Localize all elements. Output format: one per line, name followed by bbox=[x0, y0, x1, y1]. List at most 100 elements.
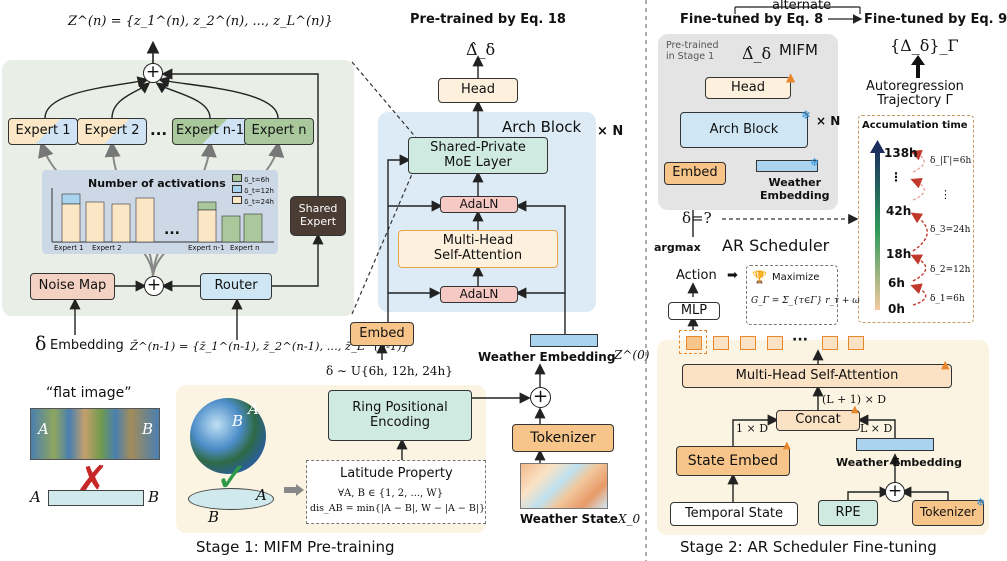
l1d-label: (L + 1) × D bbox=[822, 393, 887, 406]
ar-scheduler-label: AR Scheduler bbox=[722, 236, 830, 255]
rpe: RPE bbox=[818, 500, 878, 526]
strip-point-b: B bbox=[148, 488, 160, 506]
acc-delta-vdots: ⋮ bbox=[940, 188, 951, 201]
ring-pe: Ring Positional Encoding bbox=[328, 390, 472, 441]
latitude-formula-1: ∀A, B ∈ {1, 2, ..., W} bbox=[338, 488, 444, 499]
prev-formula: Z̄^(n-1) = {z̄_1^(n-1), z̄_2^(n-1), ...,… bbox=[130, 339, 410, 353]
argmax-label: argmax bbox=[654, 241, 701, 254]
mhsa-2: Multi-Head Self-Attention bbox=[682, 364, 952, 388]
latitude-box bbox=[306, 460, 486, 524]
ring-point-b: B bbox=[208, 508, 220, 526]
bottom-plus: + bbox=[530, 387, 551, 408]
maximize-box bbox=[746, 265, 838, 325]
expert-n-1: Expert n-1 bbox=[172, 118, 248, 145]
finetuned-eq8: Fine-tuned by Eq. 8 bbox=[680, 12, 824, 27]
action-arrow-icon: ➡ bbox=[727, 268, 738, 283]
act-xlabel-n-1: Expert n-1 bbox=[188, 244, 225, 252]
latitude-formula-2: dis_AB = min{|A − B|, W − |A − B|} bbox=[310, 503, 486, 514]
head-2: Head bbox=[705, 77, 791, 99]
ring-point-a: A bbox=[256, 486, 267, 504]
delta-hat-2: Δ̂_δ bbox=[742, 44, 772, 63]
globe-icon bbox=[190, 398, 266, 474]
head-1: Head bbox=[438, 78, 518, 103]
arch-block-label: Arch Block bbox=[502, 118, 582, 136]
globe-point-a: A bbox=[248, 400, 259, 418]
top-plus: + bbox=[143, 63, 163, 83]
delta-hat-1: Δ̂_δ bbox=[466, 40, 496, 59]
token-ellipsis: ··· bbox=[792, 332, 808, 348]
accumulation-title: Accumulation time bbox=[862, 120, 968, 131]
weather-embedding-3: Weather Embedding bbox=[836, 456, 962, 469]
acc-delta-gamma: δ_|Γ|=6h bbox=[930, 156, 972, 166]
embed-2: Embed bbox=[664, 162, 726, 185]
times-n-1: × N bbox=[597, 124, 624, 139]
weather-embedding-bar bbox=[530, 334, 598, 347]
autoregression-label: Autoregression Trajectory Γ bbox=[866, 79, 964, 108]
expert-1: Expert 1 bbox=[8, 118, 78, 145]
acc-tick-vdots: ⋮ bbox=[890, 170, 902, 184]
map-point-b: B bbox=[142, 420, 154, 438]
mhsa-1: Multi-Head Self-Attention bbox=[398, 230, 558, 268]
trophy-icon: 🏆 bbox=[752, 270, 767, 284]
mlp: MLP bbox=[668, 302, 720, 320]
temporal-state: Temporal State bbox=[670, 502, 798, 526]
expert-2: Expert 2 bbox=[77, 118, 147, 145]
acc-tick-0h: 0h bbox=[888, 302, 905, 316]
expert-ellipsis: ... bbox=[150, 121, 168, 139]
snowflake-icon-tokenizer: ❄ bbox=[976, 496, 986, 509]
tokenizer-1: Tokenizer bbox=[512, 424, 614, 452]
weather-state-map bbox=[520, 463, 608, 509]
z0-label: Z^(0) bbox=[614, 348, 650, 362]
snowflake-icon-weather: ❄ bbox=[810, 156, 820, 169]
top-formula: Z^(n) = {z_1^(n), z_2^(n), ..., z_L^(n)} bbox=[68, 14, 333, 29]
activation-bars bbox=[51, 188, 274, 243]
arch-block-2: Arch Block bbox=[680, 112, 808, 148]
acc-tick-42h: 42h bbox=[886, 204, 912, 218]
acc-delta-2: δ_2=12h bbox=[930, 265, 971, 275]
router: Router bbox=[200, 273, 272, 300]
l-d-label: L × D bbox=[860, 422, 893, 435]
fire-icon-state: ▲ bbox=[783, 440, 791, 451]
act-xlabel-2: Expert 2 bbox=[92, 244, 122, 252]
weather-state-label: Weather State bbox=[520, 512, 618, 526]
activation-title: Number of activations bbox=[88, 177, 226, 190]
snowflake-icon-arch: ❄ bbox=[801, 108, 812, 122]
latitude-title: Latitude Property bbox=[340, 466, 453, 481]
delta-embedding-label: Embedding bbox=[50, 338, 124, 353]
delta-sampling: δ ∼ U{6h, 12h, 24h} bbox=[326, 364, 453, 378]
acc-tick-18h: 18h bbox=[886, 247, 912, 261]
x0-label: X_0 bbox=[618, 512, 641, 526]
accumulation-box bbox=[858, 115, 974, 323]
flat-world-map bbox=[30, 408, 160, 460]
mifm-label: MIFM bbox=[779, 41, 818, 59]
legend-12h: δ_t=12h bbox=[244, 187, 274, 195]
globe-point-b: B bbox=[232, 412, 244, 430]
maximize-label: Maximize bbox=[772, 272, 820, 283]
weather-embedding-2: Weather Embedding bbox=[760, 176, 830, 202]
concat: Concat bbox=[776, 410, 860, 431]
flat-image-label: “flat image” bbox=[46, 385, 132, 401]
state-embed: State Embed bbox=[676, 446, 790, 476]
delta-query: δ=? bbox=[682, 209, 712, 227]
shared-expert: Shared Expert bbox=[290, 196, 346, 236]
finetuned-eq9: Fine-tuned by Eq. 9 bbox=[864, 12, 1007, 27]
adaln-2: AdaLN bbox=[440, 286, 518, 303]
act-xlabel-1: Expert 1 bbox=[54, 244, 84, 252]
token-2 bbox=[740, 336, 756, 350]
moe-layer: Shared-Private MoE Layer bbox=[408, 137, 548, 174]
tokenizer-2: Tokenizer bbox=[912, 500, 984, 526]
expert-n: Expert n bbox=[244, 118, 314, 145]
token-4 bbox=[822, 336, 838, 350]
map-point-a: A bbox=[38, 420, 49, 438]
legend-24h: δ_t=24h bbox=[244, 198, 274, 206]
pretrained-label: Pre-trained by Eq. 18 bbox=[410, 12, 566, 27]
stage1-caption: Stage 1: MIFM Pre-training bbox=[196, 538, 395, 556]
acc-delta-1: δ_1=6h bbox=[930, 294, 965, 304]
selected-token-frame bbox=[679, 330, 707, 354]
action-label: Action bbox=[676, 268, 717, 283]
stage2-plus: + bbox=[885, 482, 905, 502]
token-0 bbox=[686, 336, 702, 350]
alternate-label: alternate bbox=[772, 0, 832, 13]
token-3 bbox=[767, 336, 783, 350]
